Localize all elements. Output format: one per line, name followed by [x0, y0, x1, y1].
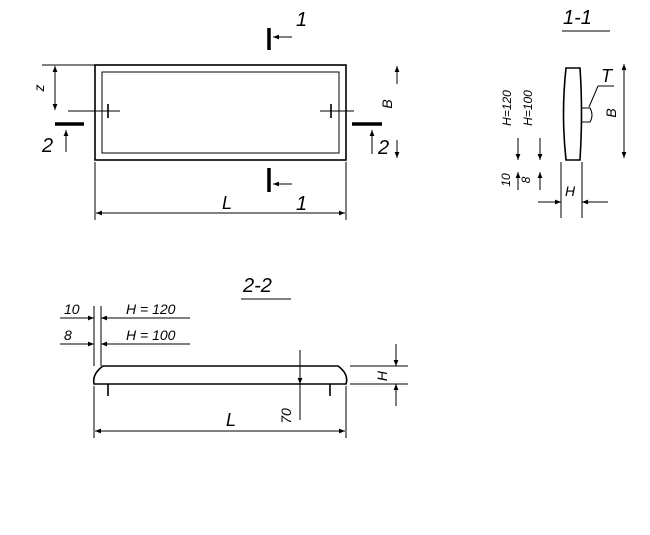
part-t-leader	[588, 85, 599, 108]
section-2-2-dim-8-label: 8	[64, 327, 72, 343]
section-1-1-dim-8-label: 8	[519, 176, 533, 183]
section-2-2-h120-label: H = 120	[126, 301, 176, 317]
section-2-2-title: 2-2	[242, 275, 272, 297]
section-2-2-profile	[92, 365, 348, 385]
section-1-1-title: 1-1	[563, 7, 592, 29]
section-1-1-h100-label: H=100	[521, 90, 535, 126]
section-1-1-h120-label: H=120	[500, 90, 514, 126]
section-1-bottom-label: 1	[296, 193, 307, 215]
section-2-2-dim-70-label: 70	[278, 408, 294, 424]
section-2-2-h100-label: H = 100	[126, 327, 176, 343]
plan-view: 1 1 2 2 z B L	[31, 9, 400, 220]
length-label: L	[222, 193, 232, 213]
section-1-top-label: 1	[296, 9, 307, 31]
section-1-1-width-label: B	[603, 108, 619, 117]
plan-inner-outline	[101, 71, 340, 154]
section-2-2: 2-2 10 8 H = 120 H = 100 H 70 L	[60, 275, 408, 438]
tongue-detail	[582, 107, 593, 123]
section-2-right-label: 2	[377, 137, 389, 159]
section-1-1-profile	[562, 67, 583, 161]
section-2-2-length-label: L	[226, 410, 236, 430]
z-label: z	[31, 85, 47, 93]
section-1-1-h-label: H	[565, 183, 576, 199]
section-1-1-dim-10-label: 10	[499, 173, 513, 187]
part-t-label: T	[601, 66, 614, 86]
section-2-2-dim-10-label: 10	[64, 301, 80, 317]
section-1-1: 1-1 T B H H=120 H=100 10 8	[499, 7, 627, 218]
plan-outer-outline	[94, 64, 347, 161]
width-label: B	[379, 99, 395, 108]
section-2-left-label: 2	[41, 135, 53, 157]
section-2-2-h-label: H	[374, 370, 390, 381]
